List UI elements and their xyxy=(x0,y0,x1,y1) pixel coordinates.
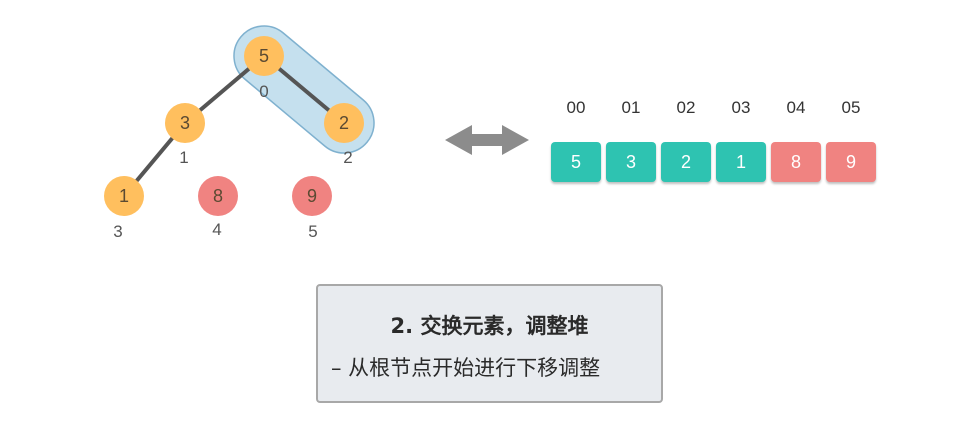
tree-node-value: 8 xyxy=(213,186,223,206)
tree-node-circle xyxy=(104,176,144,216)
array-cell: 8 xyxy=(771,142,821,182)
tree-node: 1 xyxy=(104,176,144,216)
tree-node: 2 xyxy=(324,103,364,143)
tree-node-value: 1 xyxy=(119,186,129,206)
array-index-label: 03 xyxy=(731,98,751,117)
caption-subtitle: – 从根节点开始进行下移调整 xyxy=(331,356,601,380)
tree-node-index: 0 xyxy=(259,82,268,101)
caption-title: 2. 交换元素，调整堆 xyxy=(390,314,589,338)
array-index-label: 01 xyxy=(621,98,641,117)
tree-node-index: 1 xyxy=(179,148,188,167)
array-index-label: 02 xyxy=(676,98,696,117)
array-cell: 1 xyxy=(716,142,766,182)
double-arrow-icon xyxy=(445,125,529,155)
caption-box: 2. 交换元素，调整堆 – 从根节点开始进行下移调整 xyxy=(316,284,663,403)
array-cell: 2 xyxy=(661,142,711,182)
array-cell: 5 xyxy=(551,142,601,182)
tree-node-circle xyxy=(244,36,284,76)
tree-node: 8 xyxy=(198,176,238,216)
tree-node-value: 2 xyxy=(339,113,349,133)
tree-node: 9 xyxy=(292,176,332,216)
tree-node-index: 4 xyxy=(212,220,221,239)
array-cell: 3 xyxy=(606,142,656,182)
tree-node: 3 xyxy=(165,103,205,143)
tree-node-circle xyxy=(165,103,205,143)
tree-node-index: 2 xyxy=(343,148,352,167)
tree-node-circle xyxy=(198,176,238,216)
tree-node-value: 5 xyxy=(259,46,269,66)
tree-node-index: 3 xyxy=(113,222,122,241)
tree-node-value: 3 xyxy=(180,113,190,133)
tree-node-index: 5 xyxy=(308,222,317,241)
array-cell: 9 xyxy=(826,142,876,182)
tree-node-circle xyxy=(292,176,332,216)
tree-node-value: 9 xyxy=(307,186,317,206)
heap-tree: 5 0 3 1 2 2 1 3 8 4 9 5 xyxy=(104,25,375,241)
array-index-label: 05 xyxy=(841,98,861,117)
tree-node-circle xyxy=(324,103,364,143)
array-index-label: 00 xyxy=(566,98,586,117)
array-index-label: 04 xyxy=(786,98,806,117)
tree-node: 5 xyxy=(244,36,284,76)
